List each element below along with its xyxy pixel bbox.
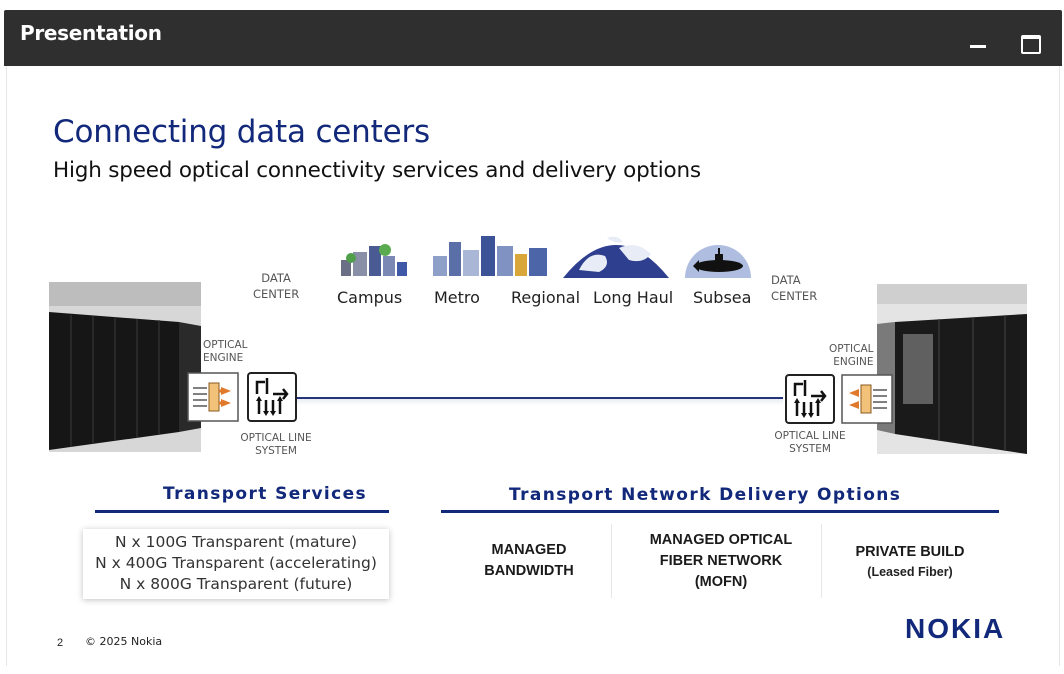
slide-subtitle: High speed optical connectivity services…	[53, 158, 701, 183]
optical-engine-icon	[841, 374, 893, 429]
category-label-subsea: Subsea	[693, 288, 752, 307]
option-line: BANDWIDTH	[484, 563, 574, 579]
delivery-option-private-build: PRIVATE BUILD (Leased Fiber)	[825, 524, 995, 598]
option-line: FIBER NETWORK	[659, 552, 783, 569]
optical-engine-label-line: ENGINE	[203, 352, 244, 364]
ols-label-line: SYSTEM	[789, 443, 831, 455]
service-item: N x 100G Transparent (mature)	[115, 533, 357, 551]
data-center-label-line: DATA	[261, 271, 291, 285]
option-line: MANAGED	[491, 542, 567, 558]
optical-engine-label-line: OPTICAL	[829, 343, 874, 355]
service-item: N x 400G Transparent (accelerating)	[95, 554, 377, 572]
service-item: N x 800G Transparent (future)	[119, 575, 353, 593]
option-sub: (Leased Fiber)	[867, 564, 953, 579]
nokia-logo: NOKIA	[903, 612, 1017, 647]
data-center-racks-image	[49, 282, 201, 457]
optical-line-system-label-left: OPTICAL LINE SYSTEM	[235, 432, 317, 458]
data-center-label-line: CENTER	[771, 289, 818, 303]
data-center-label-line: CENTER	[253, 287, 300, 301]
category-label-long-haul: Long Haul	[593, 288, 674, 307]
data-center-label-right: DATA CENTER	[771, 272, 817, 304]
maximize-icon[interactable]	[1018, 32, 1042, 54]
submarine-icon	[685, 228, 751, 283]
minimize-icon[interactable]	[966, 32, 990, 54]
optical-line-system-label-right: OPTICAL LINE SYSTEM	[769, 430, 851, 456]
optical-engine-label-left: OPTICAL ENGINE	[203, 339, 247, 365]
data-center-label-left: DATA CENTER	[253, 270, 299, 302]
metro-skyline-icon	[431, 232, 551, 283]
ols-label-line: SYSTEM	[255, 445, 297, 457]
option-line: MANAGED OPTICAL	[649, 531, 793, 548]
ols-label-line: OPTICAL LINE	[240, 432, 312, 444]
delivery-options-heading: Transport Network Delivery Options	[509, 485, 902, 505]
optical-engine-label-line: OPTICAL	[203, 339, 248, 351]
transport-services-box: N x 100G Transparent (mature) N x 400G T…	[83, 529, 389, 599]
globe-icon	[559, 230, 673, 285]
category-label-metro: Metro	[434, 288, 480, 307]
ols-label-line: OPTICAL LINE	[774, 430, 846, 442]
optical-line-system-icon[interactable]	[247, 372, 297, 427]
campus-skyline-icon	[339, 238, 409, 283]
transport-services-heading: Transport Services	[163, 484, 368, 504]
category-label-regional: Regional	[511, 288, 581, 307]
delivery-option-managed-bandwidth: MANAGED BANDWIDTH	[447, 524, 612, 598]
fiber-link-line	[297, 397, 783, 399]
data-center-label-line: DATA	[771, 273, 801, 287]
category-label-campus: Campus	[337, 288, 403, 307]
window-titlebar: Presentation	[4, 10, 1062, 66]
optical-line-system-icon[interactable]	[785, 374, 835, 429]
slide-title: Connecting data centers	[53, 114, 430, 150]
fiber-link-shadow	[297, 399, 783, 405]
optical-engine-label-line: ENGINE	[833, 356, 874, 368]
option-line: (MOFN)	[694, 573, 748, 590]
window-title: Presentation	[20, 21, 162, 45]
page-number: 2	[57, 637, 64, 649]
transport-services-rule	[95, 510, 389, 513]
data-center-racks-image	[877, 284, 1027, 459]
logo-text: NOKIA	[905, 613, 1005, 642]
slide: Connecting data centers High speed optic…	[6, 66, 1060, 666]
copyright: © 2025 Nokia	[85, 635, 163, 648]
delivery-option-mofn: MANAGED OPTICAL FIBER NETWORK (MOFN)	[621, 524, 822, 598]
optical-engine-icon	[187, 372, 239, 427]
delivery-options-rule	[441, 510, 999, 513]
option-line: PRIVATE BUILD	[855, 543, 965, 560]
optical-engine-label-right: OPTICAL ENGINE	[829, 343, 873, 369]
